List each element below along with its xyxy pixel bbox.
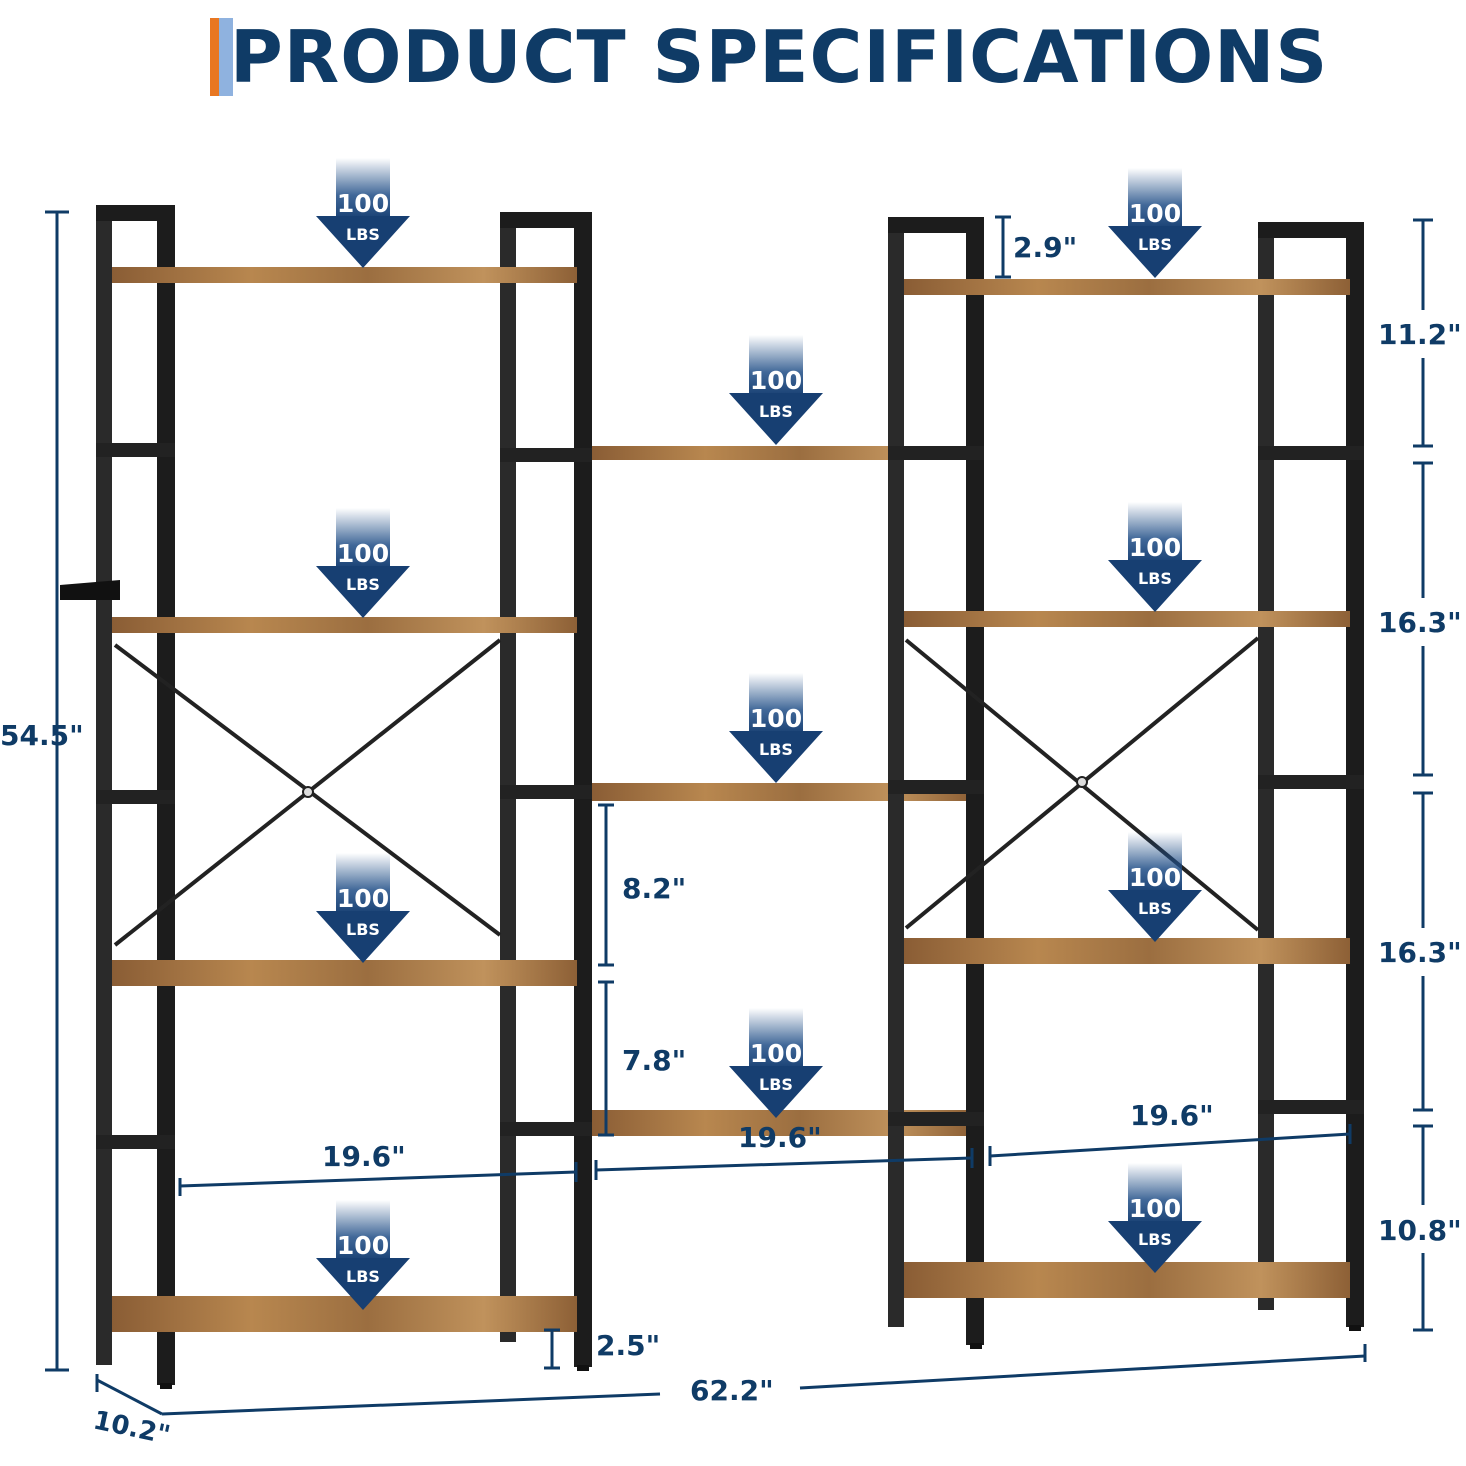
load-value-text: 100 <box>750 1039 802 1068</box>
overall-height-label: 54.5" <box>0 719 84 752</box>
right-shelf-width-label: 19.6" <box>1130 1099 1214 1132</box>
load-value-text: 100 <box>337 189 389 218</box>
load-unit-text: LBS <box>759 1075 793 1094</box>
title-block: PRODUCT SPECIFICATIONS <box>210 12 1328 102</box>
right-tier-4-label: 10.8" <box>1378 1214 1462 1247</box>
load-unit-text: LBS <box>759 740 793 759</box>
title-accent-bar-blue <box>219 18 233 96</box>
load-value-text: 100 <box>1129 199 1181 228</box>
load-arrows: 100LBS100LBS100LBS100LBS100LBS100LBS100L… <box>316 158 1202 1310</box>
right-tier-2-label: 16.3" <box>1378 606 1462 639</box>
load-unit-text: LBS <box>346 575 380 594</box>
middle-shelf-width-label: 19.6" <box>738 1121 822 1154</box>
load-value-text: 100 <box>337 884 389 913</box>
right-bookcase <box>888 217 1364 1349</box>
load-value-text: 100 <box>337 1231 389 1260</box>
foot-height-label: 2.5" <box>596 1329 660 1362</box>
right-tier-3-label: 16.3" <box>1378 936 1462 969</box>
right-tier-1-label: 11.2" <box>1378 318 1462 351</box>
left-bookcase <box>60 205 592 1389</box>
load-value-text: 100 <box>750 704 802 733</box>
load-unit-text: LBS <box>1138 899 1172 918</box>
load-value-text: 100 <box>337 539 389 568</box>
load-unit-text: LBS <box>346 1267 380 1286</box>
load-unit-text: LBS <box>1138 1230 1172 1249</box>
load-unit-text: LBS <box>346 920 380 939</box>
middle-gap-upper-label: 8.2" <box>622 872 686 905</box>
load-value-text: 100 <box>1129 863 1181 892</box>
load-value-text: 100 <box>750 366 802 395</box>
dimension-lines <box>45 210 1433 1416</box>
load-unit-text: LBS <box>759 402 793 421</box>
title-accent-bar-orange <box>210 18 219 96</box>
load-unit-text: LBS <box>1138 235 1172 254</box>
page-title: PRODUCT SPECIFICATIONS <box>230 15 1329 99</box>
left-shelf-width-label: 19.6" <box>322 1140 406 1173</box>
load-unit-text: LBS <box>1138 569 1172 588</box>
load-value-text: 100 <box>1129 1194 1181 1223</box>
load-unit-text: LBS <box>346 225 380 244</box>
load-value-text: 100 <box>1129 533 1181 562</box>
top-gap-label: 2.9" <box>1013 231 1077 264</box>
overall-width-label: 62.2" <box>690 1374 774 1407</box>
dimension-labels: 54.5" 10.2" 62.2" 2.5" 2.9" 11.2" 16.3" … <box>0 231 1462 1451</box>
middle-gap-lower-label: 7.8" <box>622 1044 686 1077</box>
